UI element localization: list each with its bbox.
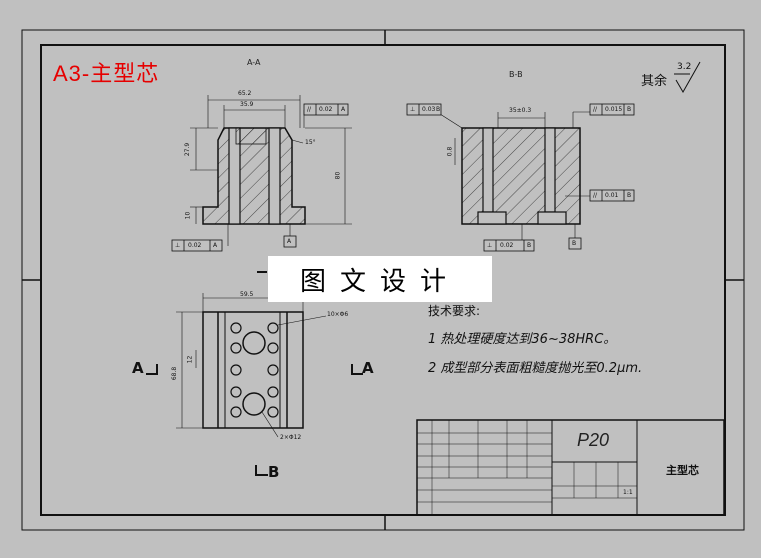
plan-view xyxy=(176,293,327,438)
dim-holes-small: 10×Φ6 xyxy=(327,311,349,318)
dim-aa-left-height: 27.9 xyxy=(184,142,192,157)
tol-aa-bottom-symbol: ⊥ xyxy=(175,242,181,249)
dim-aa-top-width: 65.2 xyxy=(238,90,252,97)
section-aa-label: A-A xyxy=(247,58,261,67)
section-aa-view xyxy=(171,95,352,252)
tol-bb-top-datum: B xyxy=(627,106,632,113)
tol-bb-mid-datum: B xyxy=(627,192,632,199)
material-code: P20 xyxy=(577,430,610,450)
dim-plan-small: 12 xyxy=(186,355,194,364)
dim-plan-width: 59.5 xyxy=(240,291,254,298)
tol-aa-top-datum: A xyxy=(341,106,346,113)
title-block xyxy=(416,419,725,516)
center-marks xyxy=(22,30,744,530)
datum-b: B xyxy=(572,240,577,247)
tol-bb-top-symbol: // xyxy=(593,106,598,113)
dim-aa-angle: 15° xyxy=(305,139,316,146)
tol-bb-mid-symbol: // xyxy=(593,192,598,199)
requirement-item-2: 2 成型部分表面粗糙度抛光至0.2μm. xyxy=(428,361,643,376)
tol-bb-bottom-datum: B xyxy=(527,242,532,249)
dim-bb-side: 0.8 xyxy=(446,146,454,157)
section-mark-right: A xyxy=(362,359,374,377)
datum-a: A xyxy=(287,238,292,245)
tol-aa-top-symbol: // xyxy=(307,106,312,113)
requirement-item-1: 1 热处理硬度达到36~38HRC。 xyxy=(428,332,617,347)
tol-bb-top-value: 0.015 xyxy=(605,106,623,113)
roughness-prefix: 其余 xyxy=(641,74,668,89)
requirements-heading: 技术要求: xyxy=(428,304,481,318)
dim-plan-height: 68.8 xyxy=(171,366,179,381)
dim-aa-inner-width: 35.9 xyxy=(240,101,254,108)
tol-bb-bottom-symbol: ⊥ xyxy=(487,242,493,249)
tol-aa-bottom-value: 0.02 xyxy=(188,242,202,249)
small-holes xyxy=(230,322,279,418)
section-marks xyxy=(146,271,363,476)
tol-bb-left-symbol: ⊥ xyxy=(410,106,416,113)
watermark-banner: 图文设计 xyxy=(268,256,492,302)
tol-bb-left-value: 0.03 xyxy=(422,106,436,113)
section-mark-bottom: B xyxy=(268,463,280,481)
scale-value: 1:1 xyxy=(623,489,633,496)
drawing-title: A3-主型芯 xyxy=(53,61,160,86)
tol-aa-bottom-datum: A xyxy=(213,242,218,249)
dim-bb-width: 35±0.3 xyxy=(509,107,532,114)
tol-bb-bottom-value: 0.02 xyxy=(500,242,514,249)
tol-bb-left-datum: B xyxy=(436,106,441,113)
part-name: 主型芯 xyxy=(666,464,699,477)
tol-aa-top-value: 0.02 xyxy=(319,106,333,113)
dim-aa-base-height: 10 xyxy=(184,211,192,220)
roughness-value: 3.2 xyxy=(677,62,692,72)
roughness-symbol xyxy=(674,61,701,94)
dim-holes-large: 2×Φ12 xyxy=(280,434,302,441)
section-mark-left: A xyxy=(132,359,144,377)
section-bb-label: B-B xyxy=(509,70,523,79)
dim-aa-height: 80 xyxy=(334,171,342,180)
section-bb-view xyxy=(406,103,635,252)
large-holes xyxy=(242,331,266,416)
tol-bb-mid-value: 0.01 xyxy=(605,192,619,199)
